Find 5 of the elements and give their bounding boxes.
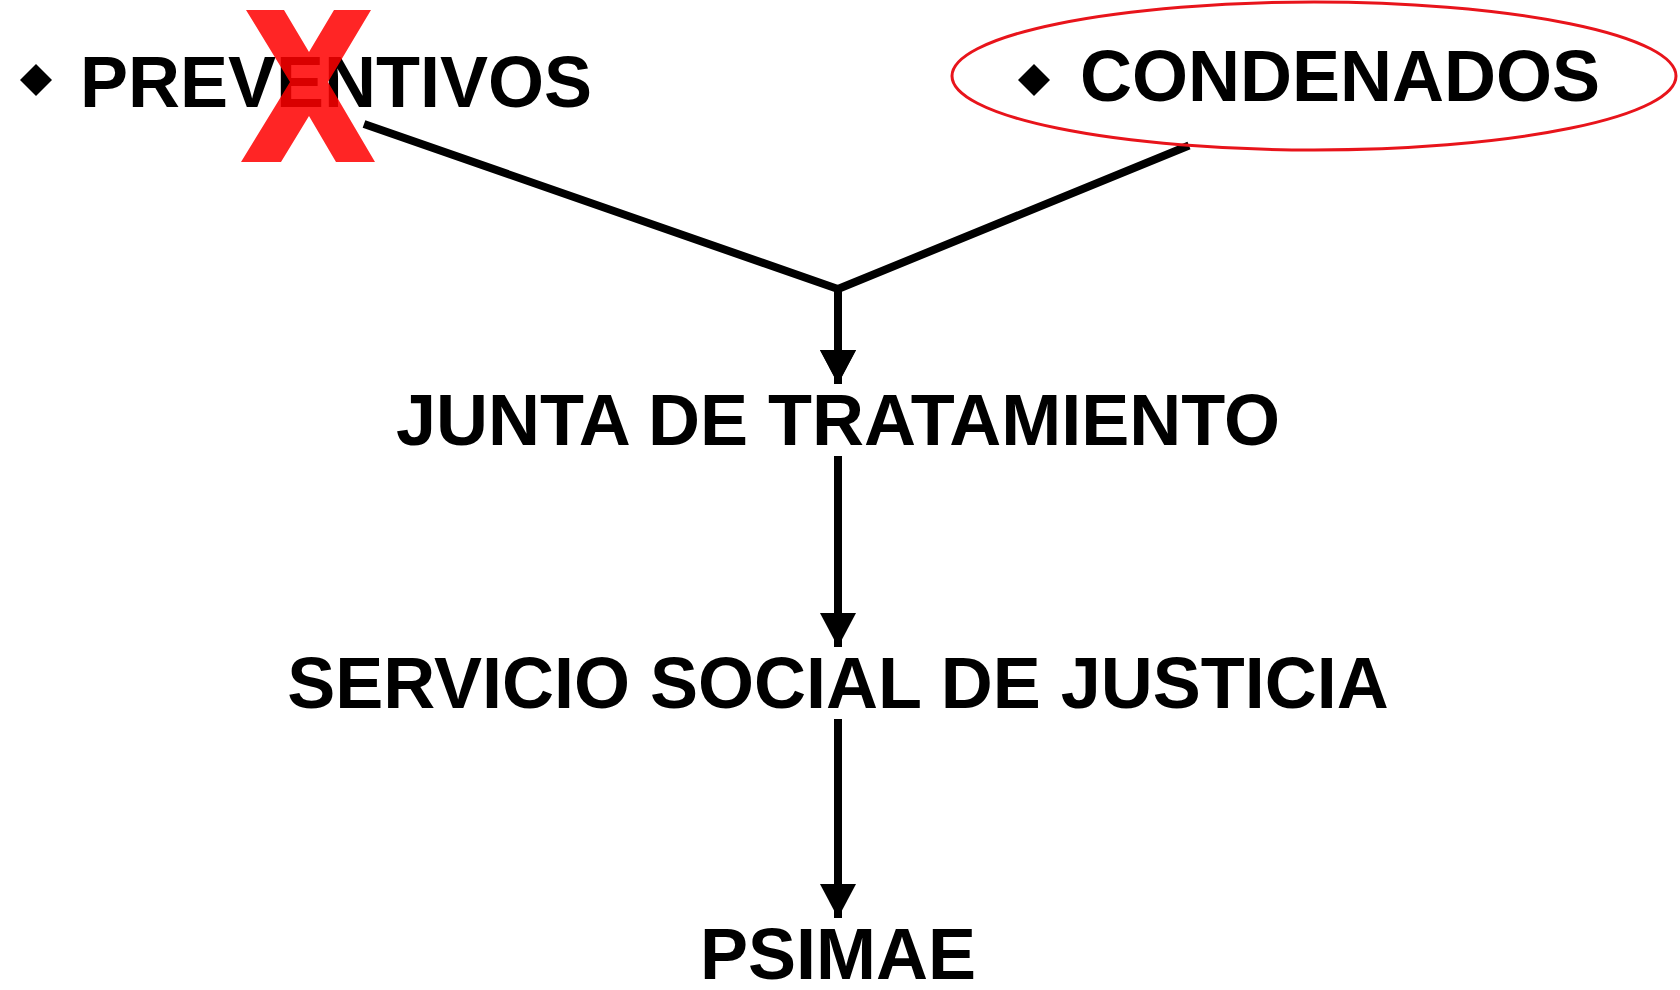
highlight-ellipse bbox=[950, 0, 1678, 152]
node-label: SERVICIO SOCIAL DE JUSTICIA bbox=[287, 647, 1389, 719]
node-label: PSIMAE bbox=[699, 918, 976, 990]
node-label: CONDENADOS bbox=[1080, 40, 1601, 112]
node-label: JUNTA DE TRATAMIENTO bbox=[396, 384, 1280, 456]
